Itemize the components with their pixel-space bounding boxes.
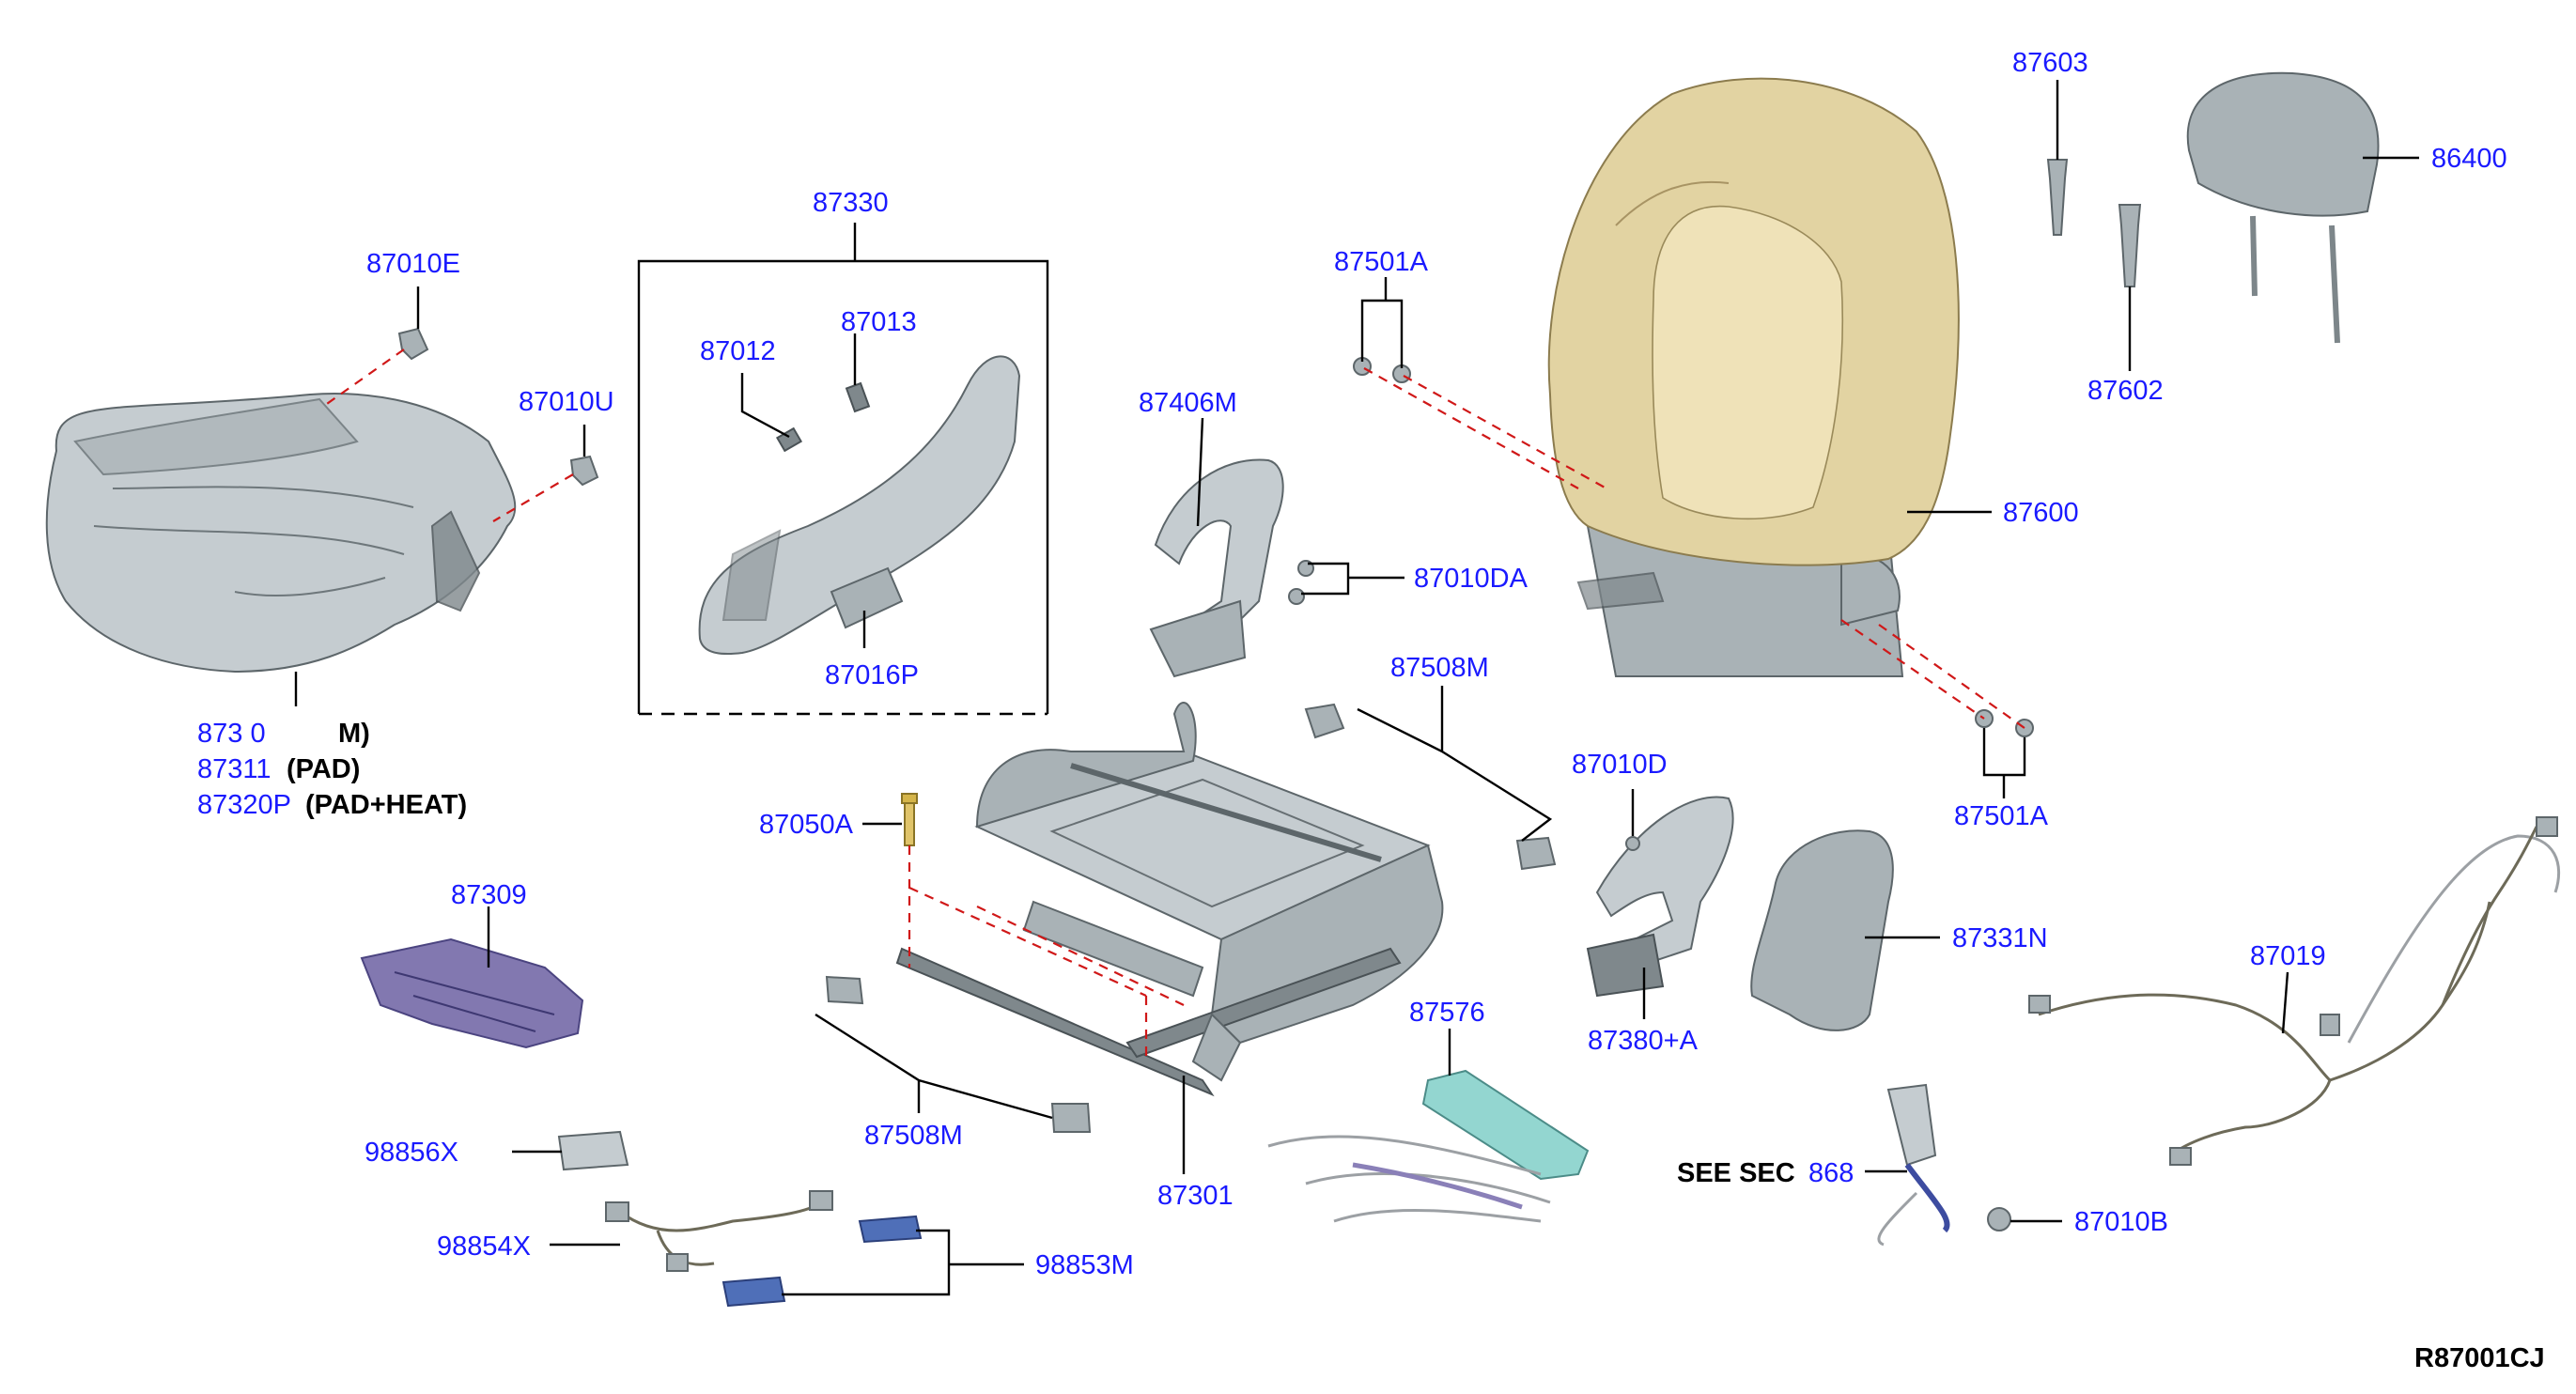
label-87010U: 87010U: [519, 387, 614, 417]
label-98854X: 98854X: [437, 1231, 531, 1262]
diagram-code: R87001CJ: [2414, 1343, 2545, 1373]
label-87311-note: (PAD): [287, 754, 360, 784]
seat-cushion-pad: [45, 393, 517, 674]
bracket-87406M: [1149, 458, 1284, 678]
label-87602: 87602: [2087, 376, 2164, 406]
bolt-87050A: [901, 793, 918, 846]
headrest-guide-87603: [2046, 159, 2069, 236]
module-98856X: [557, 1130, 629, 1171]
seat-frame-87301: [895, 702, 1444, 1097]
label-87010E: 87010E: [366, 249, 460, 279]
cover-87331N: [1750, 829, 1894, 1031]
sensors-98853M: [722, 1215, 923, 1308]
seat-side-trim-87330: [698, 355, 1021, 656]
bolts-87010DA: [1288, 560, 1314, 605]
label-87320P-note: (PAD+HEAT): [305, 790, 467, 820]
label-87380A: 87380+A: [1588, 1026, 1699, 1056]
label-87603: 87603: [2012, 48, 2088, 78]
label-87508M-top: 87508M: [1390, 653, 1489, 683]
label-87010B: 87010B: [2074, 1207, 2168, 1237]
label-87311: 87311: [197, 754, 272, 784]
label-87019: 87019: [2250, 941, 2326, 971]
label-98856X: 98856X: [365, 1138, 458, 1168]
headrest-guide-87602: [2118, 204, 2142, 287]
part-labels: 87010E 87010U 87330 87012 87013 87016P 8…: [197, 48, 2545, 1373]
label-86400: 86400: [2431, 144, 2507, 174]
label-87050A: 87050A: [759, 810, 854, 840]
label-87016P: 87016P: [825, 660, 919, 690]
bolt-87010DA-2: [1625, 836, 1640, 851]
label-see-sec: SEE SEC: [1677, 1158, 1795, 1188]
label-87309: 87309: [451, 880, 527, 910]
label-87406M: 87406M: [1139, 388, 1237, 418]
label-87012: 87012: [700, 336, 776, 366]
seat-belt-buckle: [1877, 1083, 1950, 1247]
grommet-87010B: [1987, 1207, 2011, 1231]
label-87010DA: 87010DA: [1414, 564, 1529, 594]
label-87320P: 87320P: [197, 790, 291, 820]
leader-lines: [294, 80, 2419, 1296]
headrest-86400: [2186, 71, 2380, 344]
harness-98854X: [605, 1190, 833, 1272]
seat-back-foam-87600: [1547, 77, 1960, 677]
bracket-87380A: [1586, 796, 1734, 998]
label-87600: 87600: [2003, 498, 2079, 528]
harness-tray-87309: [360, 937, 584, 1049]
label-87576: 87576: [1409, 998, 1485, 1028]
seat-mat-87576: [1267, 1069, 1590, 1223]
label-87301: 87301: [1157, 1181, 1234, 1211]
label-87300-suffix: M): [338, 719, 370, 749]
clips-87508M: [825, 703, 1557, 1133]
label-87501A-bottom: 87501A: [1954, 801, 2049, 831]
label-see-sec-number: 868: [1808, 1158, 1854, 1188]
label-87331N: 87331N: [1952, 923, 2048, 953]
label-87330: 87330: [813, 188, 889, 218]
label-87013: 87013: [841, 307, 917, 337]
clip-87010E: [397, 327, 429, 361]
clip-87010U: [569, 455, 599, 487]
label-87501A-top: 87501A: [1334, 247, 1429, 277]
harness-87019: [2028, 816, 2561, 1166]
label-87300-partial: 873 0: [197, 719, 266, 749]
label-98853M: 98853M: [1035, 1250, 1134, 1280]
alignment-lines: [323, 348, 2025, 1061]
label-87010DA-2: 87010D: [1572, 750, 1668, 780]
label-87508M-bottom: 87508M: [864, 1121, 963, 1151]
